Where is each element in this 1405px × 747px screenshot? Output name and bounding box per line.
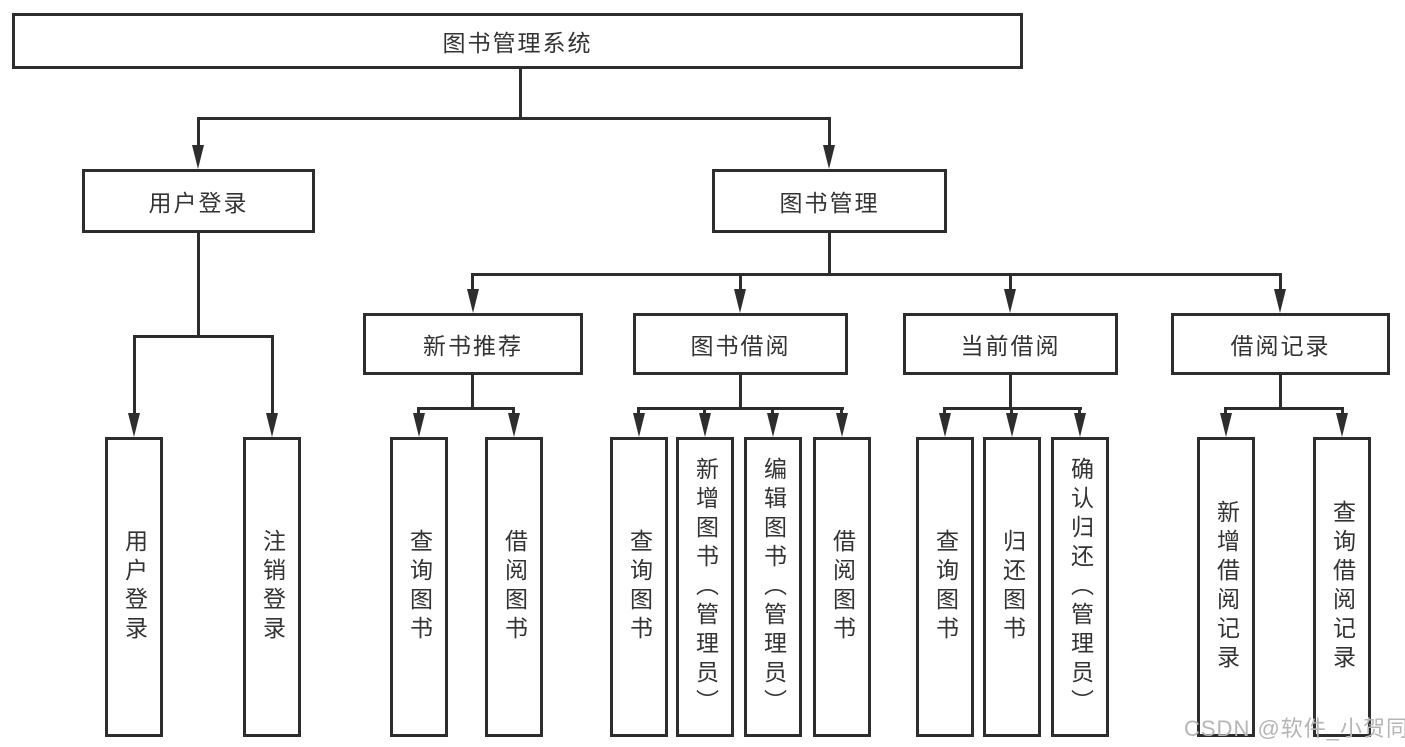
arrowhead-new-rec-0 xyxy=(413,413,425,437)
arrowhead-leaf-logout xyxy=(266,413,278,437)
connector-borrow-split xyxy=(637,407,844,410)
leaf-label-borrow-borrow: 借阅图书 xyxy=(829,529,856,645)
node-label-book-mgmt: 图书管理 xyxy=(779,190,880,216)
leaf-box-current-confirm: 确认归还（管理员） xyxy=(1051,437,1109,737)
connector-user-login-split xyxy=(133,335,274,338)
leaf-label-new-rec-query: 查询图书 xyxy=(406,529,433,645)
arrowhead-book-mgmt xyxy=(823,145,835,169)
arrowhead-leaf-login xyxy=(128,413,140,437)
node-box-new-rec: 新书推荐 xyxy=(363,313,583,375)
node-label-borrow: 图书借阅 xyxy=(690,333,791,359)
leaf-label-current-return: 归还图书 xyxy=(999,529,1026,645)
connector-stub-borrow-3 xyxy=(840,407,843,415)
node-label-new-rec: 新书推荐 xyxy=(423,333,523,359)
leaf-box-borrow-borrow: 借阅图书 xyxy=(813,437,871,737)
connector-root-down xyxy=(519,68,522,118)
connector-stub-new-rec-0 xyxy=(417,407,420,415)
node-box-borrow: 图书借阅 xyxy=(633,313,848,375)
arrowhead-current-0 xyxy=(939,413,951,437)
leaf-box-current-return: 归还图书 xyxy=(983,437,1041,737)
connector-records-down xyxy=(1279,375,1282,408)
leaf-label-borrow-edit: 编辑图书（管理员） xyxy=(760,456,787,718)
arrowhead-records-0 xyxy=(1220,413,1232,437)
leaf-box-user-login: 用户登录 xyxy=(105,437,163,737)
arrowhead-new-rec xyxy=(467,289,479,313)
leaf-box-borrow-add: 新增图书（管理员） xyxy=(676,437,734,737)
connector-records-split xyxy=(1224,407,1344,410)
connector-current-down xyxy=(1009,375,1012,408)
node-label-records: 借阅记录 xyxy=(1230,333,1331,359)
node-label-root: 图书管理系统 xyxy=(442,30,593,56)
leaf-box-borrow-query: 查询图书 xyxy=(610,437,668,737)
arrowhead-borrow-2 xyxy=(767,413,779,437)
leaf-label-current-confirm: 确认归还（管理员） xyxy=(1067,456,1094,718)
leaf-box-logout: 注销登录 xyxy=(243,437,301,737)
connector-stub-borrow xyxy=(739,273,742,291)
arrowhead-borrow-1 xyxy=(699,413,711,437)
connector-stub-borrow-1 xyxy=(703,407,706,415)
node-label-current: 当前借阅 xyxy=(960,333,1061,359)
leaf-label-current-query: 查询图书 xyxy=(932,529,959,645)
leaf-label-borrow-add: 新增图书（管理员） xyxy=(692,456,719,718)
connector-new-rec-split xyxy=(417,407,515,410)
connector-stub-leaf-login xyxy=(133,335,136,415)
node-label-user-login: 用户登录 xyxy=(148,190,249,216)
arrowhead-current-1 xyxy=(1006,413,1018,437)
connector-stub-current-1 xyxy=(1010,407,1013,415)
connector-stub-new-rec-1 xyxy=(512,407,515,415)
connector-user-login-down xyxy=(197,233,200,335)
arrowhead-records-1 xyxy=(1336,413,1348,437)
arrowhead-borrow-0 xyxy=(633,413,645,437)
leaf-label-records-add: 新增借阅记录 xyxy=(1213,500,1240,674)
arrowhead-user-login xyxy=(192,145,204,169)
arrowhead-current-2 xyxy=(1074,413,1086,437)
connector-stub-records xyxy=(1279,273,1282,291)
leaf-box-current-query: 查询图书 xyxy=(916,437,974,737)
leaf-box-new-rec-borrow: 借阅图书 xyxy=(485,437,543,737)
leaf-label-borrow-query: 查询图书 xyxy=(626,529,653,645)
arrowhead-borrow xyxy=(734,289,746,313)
connector-stub-records-0 xyxy=(1224,407,1227,415)
node-box-records: 借阅记录 xyxy=(1171,313,1390,375)
arrowhead-borrow-3 xyxy=(836,413,848,437)
leaf-label-records-query: 查询借阅记录 xyxy=(1329,500,1356,674)
connector-stub-current xyxy=(1009,273,1012,291)
connector-stub-book-mgmt xyxy=(828,117,831,147)
leaf-box-records-query: 查询借阅记录 xyxy=(1313,437,1371,737)
connector-level3-split xyxy=(471,273,1282,276)
connector-stub-current-0 xyxy=(943,407,946,415)
connector-stub-borrow-0 xyxy=(637,407,640,415)
node-box-current: 当前借阅 xyxy=(903,313,1118,375)
connector-stub-borrow-2 xyxy=(771,407,774,415)
leaf-label-logout: 注销登录 xyxy=(259,529,286,645)
connector-book-mgmt-down xyxy=(828,233,831,273)
connector-borrow-down xyxy=(739,375,742,408)
arrowhead-current xyxy=(1004,289,1016,313)
leaf-box-borrow-edit: 编辑图书（管理员） xyxy=(744,437,802,737)
leaf-box-new-rec-query: 查询图书 xyxy=(390,437,448,737)
connector-stub-current-2 xyxy=(1078,407,1081,415)
arrowhead-records xyxy=(1274,289,1286,313)
arrowhead-new-rec-1 xyxy=(508,413,520,437)
connector-stub-records-1 xyxy=(1341,407,1344,415)
connector-stub-new-rec xyxy=(471,273,474,291)
connector-level2-split xyxy=(197,117,831,120)
node-box-user-login: 用户登录 xyxy=(82,169,315,233)
watermark: CSDN @软件_小贺同学 xyxy=(1184,716,1405,741)
leaf-label-new-rec-borrow: 借阅图书 xyxy=(501,529,528,645)
leaf-box-records-add: 新增借阅记录 xyxy=(1197,437,1255,737)
node-box-root: 图书管理系统 xyxy=(12,13,1023,69)
leaf-label-user-login: 用户登录 xyxy=(121,529,148,645)
connector-new-rec-down xyxy=(471,375,474,408)
connector-stub-leaf-logout xyxy=(271,335,274,415)
connector-stub-user-login xyxy=(197,117,200,147)
node-box-book-mgmt: 图书管理 xyxy=(712,169,947,233)
